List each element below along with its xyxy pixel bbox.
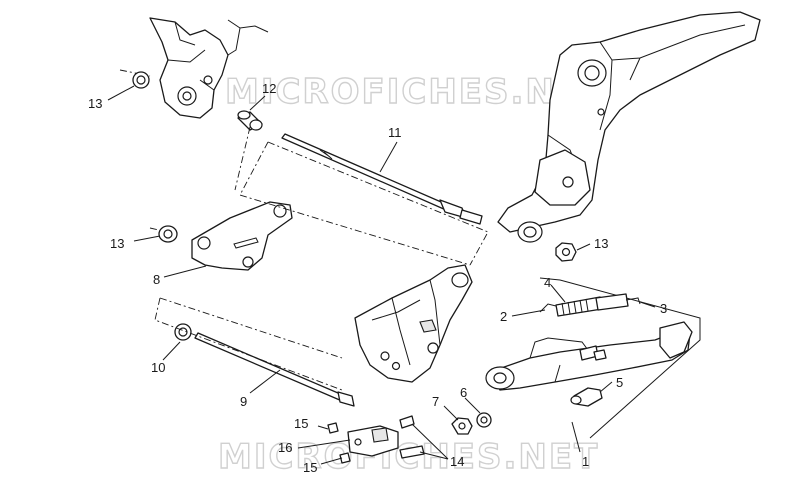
washer-13-middle [149,225,178,243]
sensor-switch-16 [347,425,399,457]
callout-12: 12 [262,81,276,96]
screw-15-lower [339,452,351,464]
washer-13-top [119,69,151,89]
callout-3: 3 [660,301,667,316]
callout-8: 8 [153,272,160,287]
assembly-guide-lines [154,126,489,391]
callout-11: 11 [388,125,402,140]
bolt-14-lower [399,445,425,459]
callout-13-right: 13 [594,236,608,251]
callout-15-upper: 15 [294,416,308,431]
pin-11 [281,133,483,225]
callout-7: 7 [432,394,439,409]
callout-1: 1 [582,454,589,469]
washer-6 [476,412,492,428]
callout-4: 4 [544,275,551,290]
bracket-plate-8 [191,201,293,271]
nut-7 [451,417,473,435]
watermark-top: MICROFICHES.NET [225,72,606,112]
callout-9: 9 [240,394,247,409]
nut-13-right [555,242,577,262]
callout-2: 2 [500,309,507,324]
bushing-12 [237,110,263,131]
leader-lines [107,85,656,465]
bolt-9 [194,332,355,407]
callout-14: 14 [450,454,464,469]
callout-5: 5 [616,375,623,390]
screw-15-upper [327,422,339,434]
side-stand-1 [485,277,701,439]
bolt-14-upper [399,415,415,429]
callout-13-middle: 13 [110,236,124,251]
frame-bracket-upper-left [149,17,269,119]
callout-16: 16 [278,440,292,455]
washer-10 [174,323,192,341]
spring-hook-2 [539,303,557,313]
pin-5 [570,387,603,407]
side-stand-mount-bracket [354,264,473,383]
spring-3 [595,293,641,311]
callout-13-top: 13 [88,96,102,111]
callout-labels: 1 2 3 4 5 6 7 8 9 10 11 12 13 13 13 14 1… [88,81,667,475]
frame-upper-right [497,11,761,243]
callout-10: 10 [151,360,165,375]
callout-15-lower: 15 [303,460,317,475]
callout-6: 6 [460,385,467,400]
